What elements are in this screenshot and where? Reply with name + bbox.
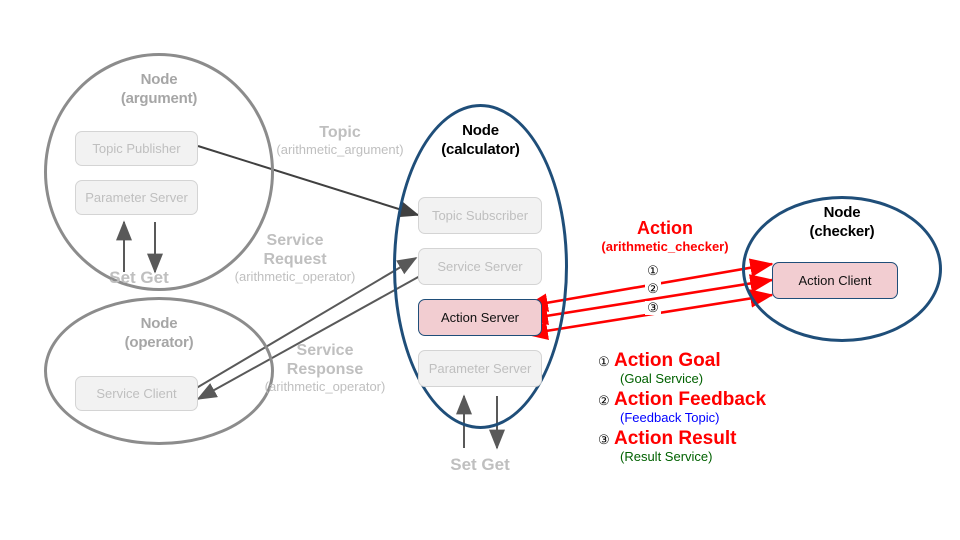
node-calculator-title-line2: (calculator)	[441, 141, 520, 158]
box-parameter-server-calculator-label: Parameter Server	[428, 361, 532, 376]
box-action-server-label: Action Server	[440, 310, 520, 325]
edge-label-service-request-line2: (arithmetic_operator)	[234, 269, 356, 284]
legend-item-result: ③ Action Result (Result Service)	[598, 428, 898, 464]
node-argument-title-line1: Node	[140, 71, 178, 88]
edge-label-service-request: Service Request (arithmetic_operator)	[205, 231, 385, 284]
box-service-client[interactable]: Service Client	[75, 376, 198, 411]
box-action-client[interactable]: Action Client	[772, 262, 898, 299]
node-operator-title-line2: (operator)	[124, 334, 194, 351]
box-topic-subscriber[interactable]: Topic Subscriber	[418, 197, 542, 234]
node-argument-title: Node (argument)	[44, 70, 274, 108]
edge-label-topic: Topic (arithmetic_argument)	[245, 124, 435, 157]
node-operator-title-line1: Node	[140, 315, 178, 332]
box-parameter-server-argument[interactable]: Parameter Server	[75, 180, 198, 215]
edge-label-service-request-line1b: Request	[263, 251, 327, 268]
box-service-client-label: Service Client	[96, 386, 177, 401]
legend-title-feedback: Action Feedback	[614, 389, 767, 410]
edge-label-service-request-line1: Service	[266, 232, 324, 249]
edge-label-action-line1: Action	[637, 218, 693, 238]
legend-num-two: ②	[598, 393, 610, 408]
edge-label-topic-line2: (arithmetic_argument)	[276, 142, 404, 157]
node-checker-title-line1: Node	[823, 204, 861, 221]
node-calculator-title: Node (calculator)	[393, 121, 568, 159]
edge-label-action: Action (arithmetic_checker)	[565, 218, 765, 254]
arrow-marker-three: ③	[645, 301, 661, 315]
legend-sub-goal: (Goal Service)	[620, 371, 704, 386]
legend-title-goal: Action Goal	[614, 350, 721, 371]
box-topic-subscriber-label: Topic Subscriber	[431, 208, 529, 223]
arrow-marker-one: ①	[645, 264, 661, 278]
box-parameter-server-argument-label: Parameter Server	[85, 190, 188, 205]
edge-label-service-response: Service Response (arithmetic_operator)	[235, 341, 415, 394]
legend-num-one: ①	[598, 354, 610, 369]
legend-item-feedback: ② Action Feedback (Feedback Topic)	[598, 389, 898, 425]
legend-title-result: Action Result	[614, 428, 737, 449]
node-operator-title: Node (operator)	[44, 314, 274, 352]
box-parameter-server-calculator[interactable]: Parameter Server	[418, 350, 542, 387]
legend-num-three: ③	[598, 432, 610, 447]
setget-label-argument: Set Get	[79, 268, 199, 288]
legend-sub-feedback: (Feedback Topic)	[620, 410, 720, 425]
setget-argument-text: Set Get	[109, 268, 169, 287]
box-action-server[interactable]: Action Server	[418, 299, 542, 336]
edge-label-topic-line1: Topic	[319, 124, 361, 141]
arrow-marker-two: ②	[645, 282, 661, 296]
box-topic-publisher-label: Topic Publisher	[92, 141, 181, 156]
edge-label-service-response-line1: Service	[296, 342, 354, 359]
node-checker-title: Node (checker)	[742, 203, 942, 241]
box-service-server-label: Service Server	[437, 259, 523, 274]
node-argument-title-line2: (argument)	[120, 90, 198, 107]
node-calculator-title-line1: Node	[462, 122, 499, 139]
box-service-server[interactable]: Service Server	[418, 248, 542, 285]
legend-item-goal: ① Action Goal (Goal Service)	[598, 350, 898, 386]
setget-label-calculator: Set Get	[420, 455, 540, 475]
node-argument[interactable]	[44, 53, 274, 291]
legend-sub-result: (Result Service)	[620, 449, 713, 464]
box-action-client-label: Action Client	[798, 273, 872, 288]
setget-calculator-text: Set Get	[450, 455, 510, 474]
box-topic-publisher[interactable]: Topic Publisher	[75, 131, 198, 166]
edge-label-action-line2: (arithmetic_checker)	[601, 239, 729, 254]
edge-label-service-response-line1b: Response	[286, 361, 364, 378]
action-legend: ① Action Goal (Goal Service) ② Action Fe…	[598, 350, 898, 467]
edge-label-service-response-line2: (arithmetic_operator)	[264, 379, 386, 394]
node-operator[interactable]	[44, 297, 274, 445]
node-checker-title-line2: (checker)	[809, 223, 875, 240]
